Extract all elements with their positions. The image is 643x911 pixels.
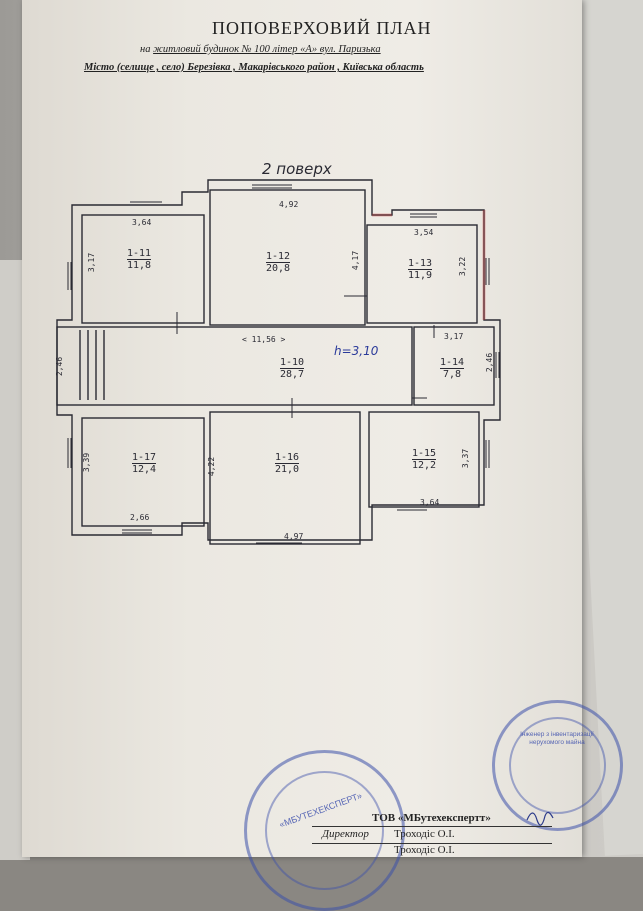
room-id: 1-10 — [280, 357, 305, 369]
room-id: 1-13 — [408, 258, 433, 270]
header-line-1-prefix: на — [140, 44, 151, 55]
dimension-label: 4,97 — [284, 532, 304, 541]
footer-name-2: Троходіс О.І. — [394, 844, 455, 856]
room-id: 1-15 — [412, 448, 437, 460]
room-area: 12,4 — [132, 464, 157, 475]
dimension-label: 4,92 — [279, 200, 299, 209]
header-line-1: на житловий будинок № 100 літер «А» вул.… — [140, 44, 381, 55]
room-area: 7,8 — [443, 369, 462, 380]
room-1-11: 1-11 11,8 — [127, 248, 152, 271]
height-note: h=3,10 — [334, 344, 379, 358]
room-id: 1-14 — [440, 357, 465, 369]
footer-role: Директор — [322, 828, 369, 840]
room-id: 1-11 — [127, 248, 152, 260]
room-area: 28,7 — [280, 369, 305, 380]
room-id: 1-12 — [266, 251, 291, 263]
room-1-16: 1-16 21,0 — [275, 452, 300, 475]
floor-label: 2 поверх — [262, 160, 332, 178]
header-line-1-body: житловий будинок № 100 літер «А» вул. Па… — [153, 44, 381, 55]
room-area: 11,9 — [408, 270, 433, 281]
dimension-label: 3,54 — [414, 228, 434, 237]
footer-divider — [312, 826, 552, 827]
signature — [526, 811, 554, 826]
dimension-label: < 11,56 > — [242, 335, 286, 344]
footer-org: ТОВ «МБутехекспертт» — [372, 812, 491, 824]
room-1-10: 1-10 28,7 — [280, 357, 305, 380]
room-area: 20,8 — [266, 263, 291, 274]
floor-plan — [56, 179, 501, 545]
room-area: 21,0 — [275, 464, 300, 475]
stamp-text: Інженер з інвентаризації нерухомого майн… — [520, 731, 594, 746]
room-1-14: 1-14 7,8 — [440, 357, 465, 380]
engineer-seal-stamp: Інженер з інвентаризації нерухомого майн… — [492, 700, 623, 831]
room-1-17: 1-17 12,4 — [132, 452, 157, 475]
room-area: 12,2 — [412, 460, 437, 471]
dimension-label: 3,64 — [132, 218, 152, 227]
footer-name: Троходіс О.І. — [394, 828, 455, 840]
room-area: 11,8 — [127, 260, 152, 271]
room-id: 1-16 — [275, 452, 300, 464]
room-1-13: 1-13 11,9 — [408, 258, 433, 281]
room-1-15: 1-15 12,2 — [412, 448, 437, 471]
room-id: 1-17 — [132, 452, 157, 464]
dimension-label: 3,64 — [420, 498, 440, 507]
dimension-label: 2,66 — [130, 513, 150, 522]
room-1-12: 1-12 20,8 — [266, 251, 291, 274]
header-line-2: Місто (селище , село) Березівка , Макарі… — [84, 62, 424, 73]
document-title: ПОПОВЕРХОВИЙ ПЛАН — [212, 18, 432, 38]
footer-divider — [312, 843, 552, 844]
dimension-label: 3,17 — [444, 332, 464, 341]
document-page: ПОПОВЕРХОВИЙ ПЛАН на житловий будинок № … — [22, 0, 623, 911]
stamp-inner-ring — [509, 717, 606, 814]
